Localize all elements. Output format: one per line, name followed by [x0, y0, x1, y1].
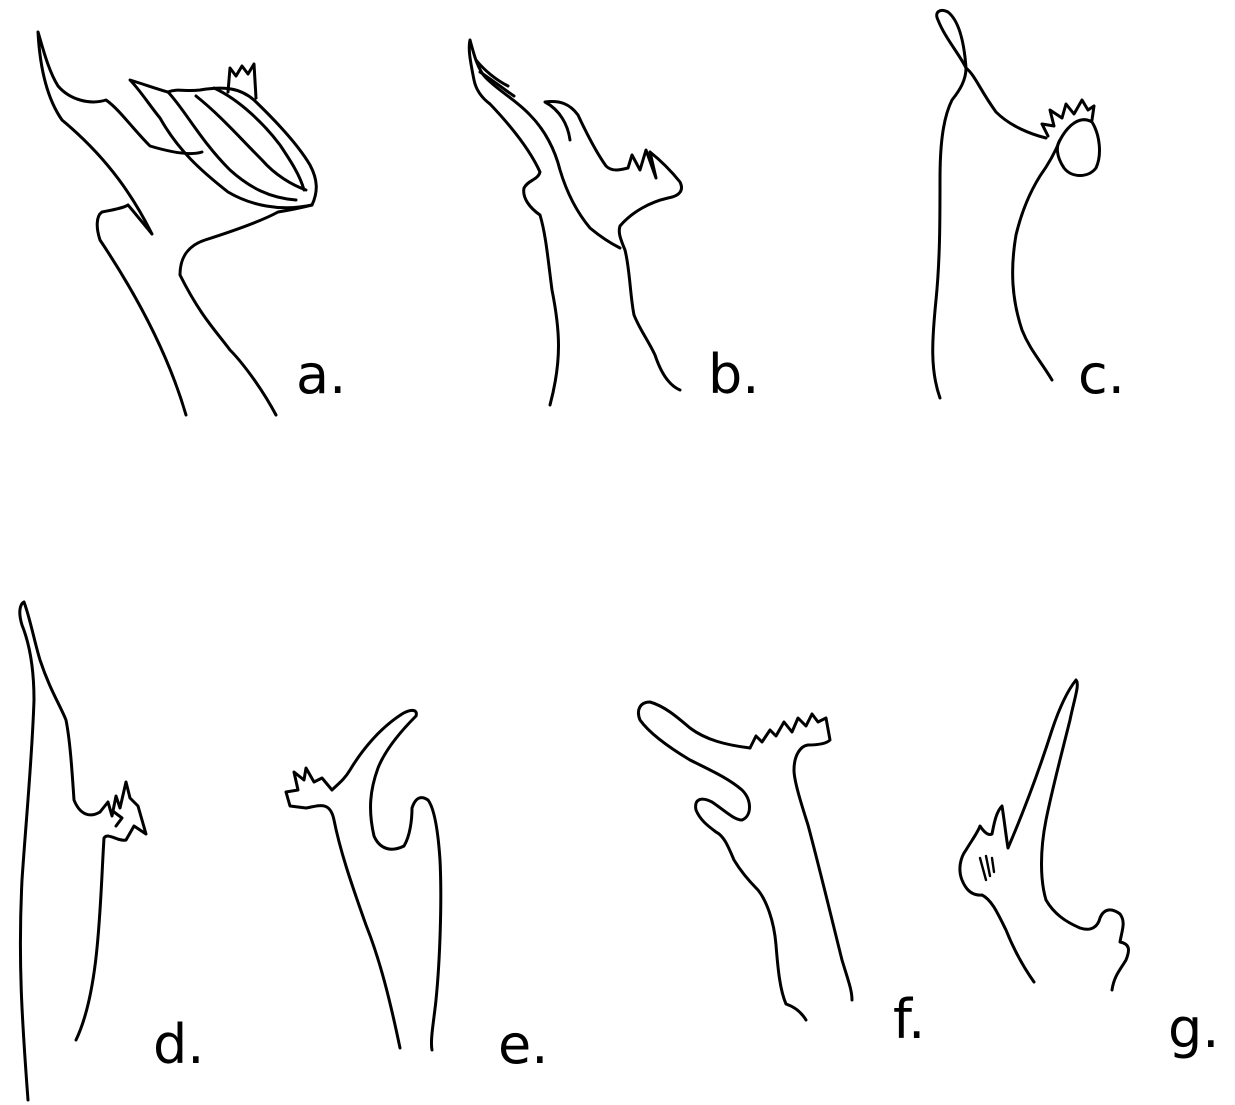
panel-d-label: d. — [153, 1013, 204, 1076]
panel-e: e. — [284, 708, 548, 1076]
panel-g: g. — [958, 678, 1219, 1060]
panel-c: c. — [931, 8, 1125, 406]
panel-f-label: f. — [893, 988, 925, 1051]
panel-f: f. — [636, 700, 925, 1051]
panel-c-drawing — [931, 8, 1101, 400]
panel-e-label: e. — [498, 1013, 548, 1076]
panel-d-drawing — [18, 600, 148, 1102]
panel-b: b. — [467, 38, 759, 407]
panel-g-label: g. — [1168, 997, 1219, 1060]
panel-a: a. — [36, 30, 346, 417]
panel-d: d. — [18, 600, 204, 1102]
panel-a-drawing — [36, 30, 318, 417]
panel-b-drawing — [467, 38, 683, 407]
panel-a-label: a. — [296, 343, 346, 406]
panel-e-drawing — [284, 708, 443, 1052]
panel-c-label: c. — [1078, 343, 1125, 406]
panel-f-drawing — [636, 700, 854, 1022]
panel-g-drawing — [958, 678, 1130, 992]
panel-b-label: b. — [708, 343, 759, 406]
